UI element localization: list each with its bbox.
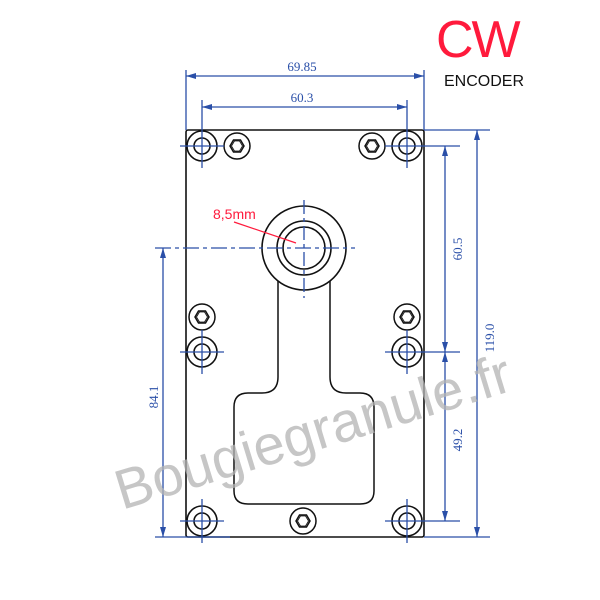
encoder-label: ENCODER (444, 73, 525, 90)
hex-bolts (188, 132, 421, 535)
hex-bolt-icon (289, 507, 317, 535)
hex-bolt-icon (358, 132, 386, 160)
dim-mid-to-bottom-holes: 49.2 (450, 429, 465, 452)
hex-bolt-icon (393, 303, 421, 331)
inner-cutout-outline (233, 280, 375, 505)
dim-top-to-mid-holes: 60.5 (450, 238, 465, 261)
dim-shaft-to-bottom: 84.1 (146, 386, 161, 409)
dimension-lines (155, 70, 490, 538)
dim-hole-spacing-width: 60.3 (291, 90, 314, 105)
direction-label: CW (436, 11, 521, 69)
shaft-diameter-callout: 8,5mm (213, 206, 256, 222)
hex-bolt-icon (223, 132, 251, 160)
hex-bolt-icon (188, 303, 216, 331)
dim-overall-width: 69.85 (287, 59, 316, 74)
callout-leader (233, 221, 297, 244)
gearbox-plate (185, 129, 425, 538)
dim-overall-height: 119.0 (482, 324, 497, 353)
